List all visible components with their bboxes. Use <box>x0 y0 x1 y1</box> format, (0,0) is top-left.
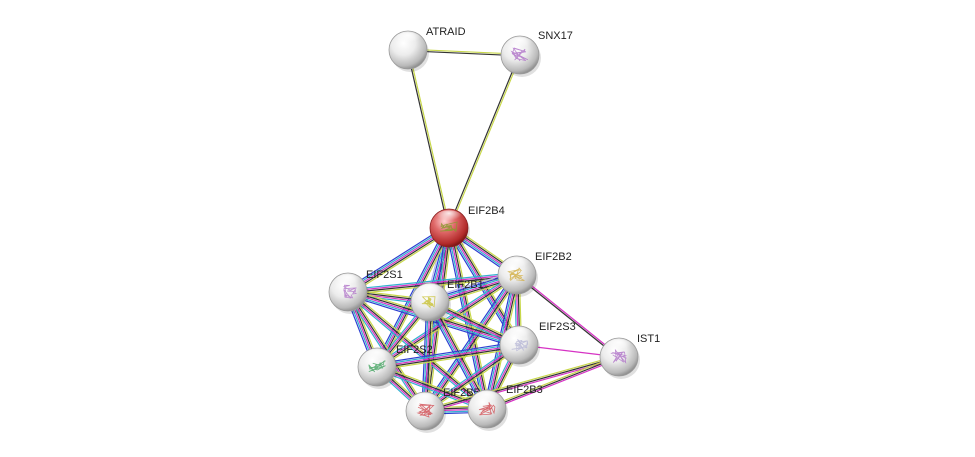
node-layer: ATRAID SNX17EIF2B4EIF2B2EIF2S1EIF2B1EIF2S… <box>328 26 660 433</box>
node-highlight <box>334 274 362 289</box>
edge-evidence-coexpression <box>406 49 449 229</box>
node-eif2s1[interactable]: EIF2S1 <box>328 269 403 314</box>
edge-evidence-textmining <box>349 230 452 296</box>
edge-evidence-coexpression <box>515 275 620 359</box>
protein-structure-path <box>440 221 458 233</box>
edge-evidence-cooccurrence <box>375 341 520 365</box>
edge-evidence-cooccurrence <box>345 224 448 290</box>
node-eif2b2[interactable]: EIF2B2 <box>497 251 572 297</box>
edge-evidence-textmining <box>485 354 620 409</box>
edge-evidence-experiments <box>486 357 621 412</box>
node-eif2b3[interactable]: EIF2B3 <box>467 384 543 431</box>
edge-evidence-databases <box>346 226 449 292</box>
node-highlight <box>363 349 391 364</box>
protein-structure-path <box>478 402 496 416</box>
edge-evidence-coexpression <box>486 356 620 410</box>
node-highlight <box>394 32 422 47</box>
node-label-eif2b5: EIF2B5 <box>443 387 480 399</box>
edge-evidence-textmining <box>376 347 521 371</box>
node-highlight <box>503 257 531 272</box>
edge-eif2b4-eif2b3[interactable] <box>445 226 491 411</box>
node-highlight <box>473 391 501 406</box>
edge-evidence-textmining <box>349 290 428 411</box>
protein-structure-path <box>368 359 386 373</box>
node-atraid[interactable]: ATRAID <box>388 26 466 72</box>
edge-eif2b3-ist1[interactable] <box>485 354 621 412</box>
edge-evidence-databases <box>376 342 520 367</box>
node-label-ist1: IST1 <box>637 333 660 345</box>
edge-evidence-experiments <box>376 344 520 368</box>
edge-snx17-eif2b4[interactable] <box>447 54 522 229</box>
node-label-eif2b1: EIF2B1 <box>447 279 484 291</box>
node-label-atraid: ATRAID <box>426 26 466 38</box>
edge-evidence-textmining <box>451 226 491 409</box>
node-label-eif2b2: EIF2B2 <box>535 251 572 263</box>
edge-evidence-coexpression <box>347 290 489 409</box>
edge-eif2b2-ist1[interactable] <box>515 273 621 359</box>
edge-evidence-databases <box>423 273 517 411</box>
node-highlight <box>505 327 533 342</box>
edge-evidence-experiments <box>347 273 518 292</box>
node-label-eif2b3: EIF2B3 <box>506 384 543 396</box>
node-label-eif2b4: EIF2B4 <box>468 205 505 217</box>
edge-evidence-coexpression <box>376 345 520 370</box>
edge-evidence-textmining <box>348 289 490 408</box>
node-ist1[interactable]: IST1 <box>599 333 660 379</box>
protein-structure-icon <box>368 359 386 373</box>
node-label-eif2s2: EIF2S2 <box>396 344 433 356</box>
edge-evidence-textmining <box>449 54 522 229</box>
edge-eif2b4-eif2s1[interactable] <box>345 224 452 296</box>
node-highlight <box>435 210 463 225</box>
edge-atraid-eif2b4[interactable] <box>406 49 451 229</box>
node-eif2s2[interactable]: EIF2S2 <box>357 344 433 389</box>
protein-structure-icon <box>440 221 458 233</box>
node-highlight <box>411 393 439 408</box>
edge-evidence-experiments <box>516 273 621 357</box>
node-eif2b1[interactable]: EIF2B1 <box>410 279 484 324</box>
node-label-eif2s1: EIF2S1 <box>366 269 403 281</box>
edge-evidence-experiments <box>347 227 450 293</box>
node-eif2b4[interactable]: EIF2B4 <box>429 205 505 250</box>
edge-evidence-coexpression <box>376 365 488 409</box>
node-highlight <box>605 339 633 354</box>
edge-evidence-experiments <box>376 367 488 411</box>
edge-evidence-cooccurrence <box>373 225 447 367</box>
edge-evidence-databases <box>375 368 487 412</box>
edge-evidence-cooccurrence <box>483 273 515 409</box>
node-highlight <box>416 284 444 299</box>
edge-evidence-experiments <box>448 227 488 410</box>
edge-evidence-coexpression <box>424 356 620 412</box>
node-eif2s3[interactable]: EIF2S3 <box>499 321 576 367</box>
edge-evidence-textmining <box>408 49 451 229</box>
node-snx17[interactable]: SNX17 <box>500 30 573 77</box>
edge-evidence-coexpression <box>447 54 520 229</box>
node-highlight <box>506 37 534 52</box>
edge-eif2s1-eif2b3[interactable] <box>345 289 490 412</box>
node-label-eif2s3: EIF2S3 <box>539 321 576 333</box>
protein-structure-icon <box>478 402 496 416</box>
node-eif2b5[interactable]: EIF2B5 <box>405 387 480 433</box>
edge-evidence-textmining <box>423 354 620 411</box>
edge-evidence-databases <box>345 293 487 412</box>
edge-evidence-cooccurrence <box>421 272 515 410</box>
edge-eif2s3-eif2s2[interactable] <box>375 341 521 371</box>
edge-evidence-databases <box>347 272 518 291</box>
edge-evidence-experiments <box>346 292 488 411</box>
node-label-snx17: SNX17 <box>538 30 573 42</box>
edge-evidence-coexpression <box>348 228 451 294</box>
